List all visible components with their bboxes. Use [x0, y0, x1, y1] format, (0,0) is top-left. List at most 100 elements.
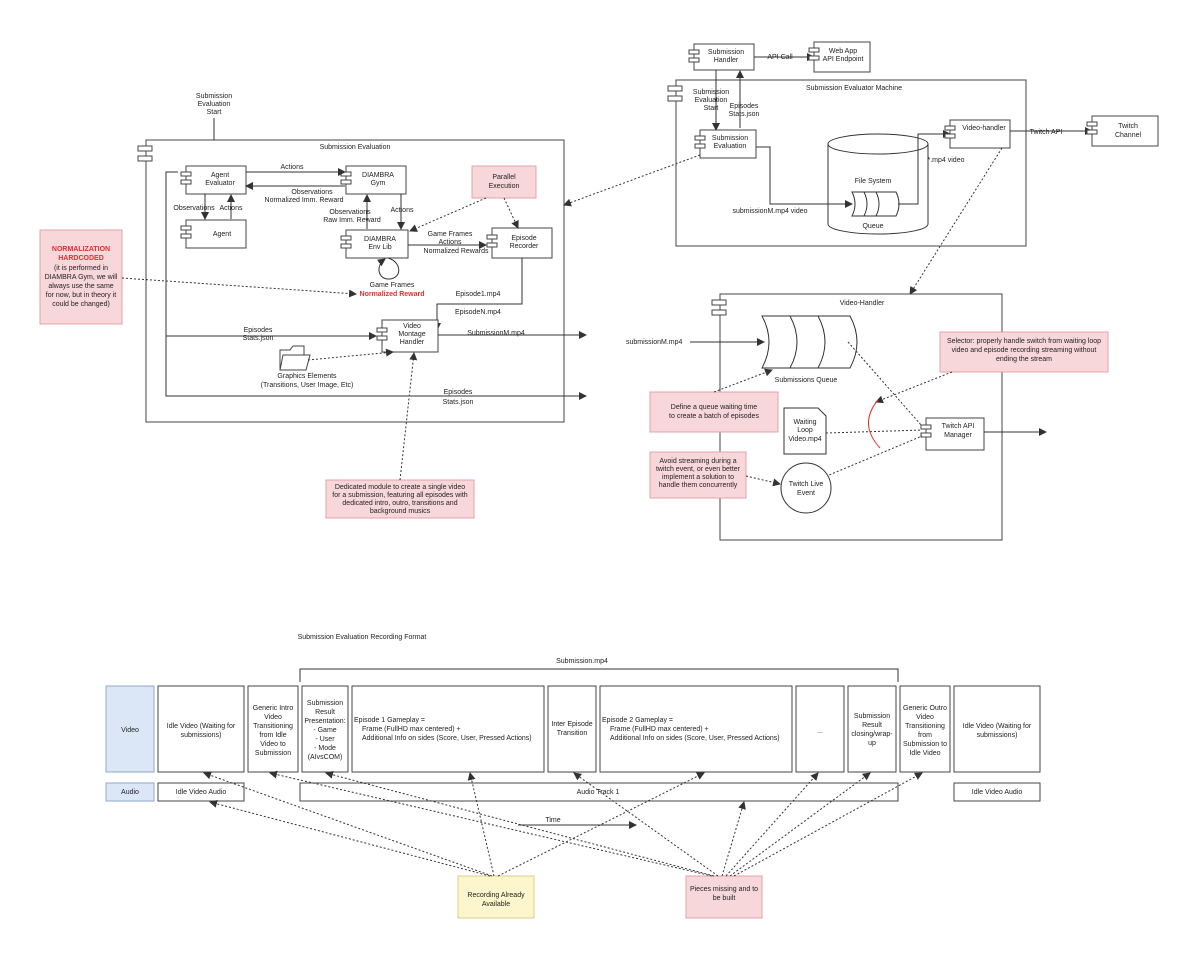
idle-video-right — [953, 685, 1041, 773]
web-app-box — [813, 41, 871, 73]
pres-l1: Submission — [307, 700, 343, 707]
submissions-queue-label: Submissions Queue — [775, 377, 838, 384]
idle-right-l1: Idle Video (Waiting for — [963, 723, 1032, 730]
norm-body-3: always use the same — [48, 283, 113, 290]
obs-raw-l1: Observations — [329, 209, 371, 216]
ep1-l1: Episode 1 Gameplay = — [354, 717, 425, 724]
document-icon — [783, 407, 827, 455]
closing-block — [847, 685, 897, 773]
frames-actions-l1: Game Frames — [428, 231, 473, 238]
live-event-l2: Event — [797, 490, 815, 497]
audio-track-1 — [299, 782, 899, 802]
parallel-l2: Execution — [489, 183, 520, 190]
submission-handler-l1: Submission — [708, 49, 744, 56]
intro-l2: Video — [264, 714, 282, 721]
start-label-2: Evaluation — [198, 101, 231, 108]
audio-track-label-box — [105, 782, 155, 802]
eval-start-l1: Submission — [693, 89, 729, 96]
queue-label: Queue — [862, 223, 883, 230]
inter-episode-block — [547, 685, 597, 773]
obs-reward-l2: Normalized Imm. Reward — [265, 197, 344, 204]
actions-label-top: Actions — [281, 164, 304, 171]
web-app-l2: API Endpoint — [823, 56, 864, 63]
episodes-stats-1-l2: Stats.json — [243, 335, 274, 342]
presentation-block — [301, 685, 349, 773]
avoid-l4: handle them concurrently — [659, 482, 738, 489]
agent-evaluator-box — [185, 165, 247, 195]
episodes-stats-1-l1: Episodes — [244, 327, 273, 334]
inter-l1: Inter Episode — [551, 721, 592, 728]
file-system-label: File System — [855, 178, 892, 185]
game-frames-label: Game Frames — [370, 282, 415, 289]
rec-avail-l2: Available — [482, 901, 510, 908]
queue-note-l2: to create a batch of episodes — [669, 413, 759, 420]
submissions-queue-shape — [761, 315, 858, 369]
episodes-stats-2-l2: Stats.json — [443, 399, 474, 406]
closing-l1: Submission — [854, 713, 890, 720]
outro-block — [899, 685, 951, 773]
pres-l2: Result — [315, 709, 335, 716]
outro-l4: from — [918, 732, 932, 739]
twitch-channel-l2: Channel — [1115, 132, 1142, 139]
selector-l2: video and episode recording streaming wi… — [952, 347, 1097, 354]
actions-left-label: Actions — [220, 205, 243, 212]
sub-eval-l2: Evaluation — [714, 143, 747, 150]
obs-left-label: Observations — [173, 205, 215, 212]
twitch-channel-box — [1091, 115, 1159, 147]
intro-l3: Transitioning — [253, 723, 293, 730]
closing-l4: up — [868, 740, 876, 747]
pres-l7: (AIvsCOM) — [308, 754, 343, 761]
dedicated-l3: dedicated intro, outro, transitions and — [342, 500, 457, 507]
selector-l1: Selector: properly handle switch from wa… — [947, 338, 1101, 345]
outro-l1: Generic Outro — [903, 705, 947, 712]
frames-actions-l2: Actions — [439, 239, 462, 246]
intro-l4: from Idle — [259, 732, 286, 739]
dedicated-l4: background musics — [370, 508, 431, 515]
pres-l4: - Game — [313, 727, 336, 734]
submission-mp4-label: SubmissionM.mp4 — [467, 330, 525, 337]
avoid-l2: twitch event, or even better — [656, 466, 741, 473]
queue-time-note — [649, 391, 779, 433]
dedicated-module-note — [325, 479, 475, 519]
diambra-gym-l1: DIAMBRA — [362, 172, 394, 179]
video-handler-label: Video-handler — [962, 125, 1006, 132]
live-event-l1: Twitch Live — [789, 481, 824, 488]
parallel-l1: Parallel — [492, 174, 516, 181]
episode1-block — [351, 685, 545, 773]
folder-icon — [279, 345, 311, 371]
idle-audio-left-label: Idle Video Audio — [176, 789, 227, 796]
video-track-label: Video — [121, 727, 139, 734]
eval-start-l3: Start — [704, 105, 719, 112]
submission-mp4-title: Submission.mp4 — [556, 658, 608, 665]
normalized-reward-label: Normalized Reward — [360, 291, 425, 298]
waiting-l1: Waiting — [793, 419, 816, 426]
env-lib-l2: Env Lib — [368, 244, 391, 251]
avoid-l1: Avoid streaming during a — [659, 458, 736, 465]
episode1-label: Episode1.mp4 — [456, 291, 501, 298]
pres-l3: Presentation: — [304, 718, 345, 725]
time-label: Time — [545, 817, 560, 824]
graphics-l2: (Transitions, User Image, Etc) — [261, 382, 354, 389]
graphics-l1: Graphics Elements — [277, 373, 337, 380]
intro-l6: Submission — [255, 750, 291, 757]
normalization-note — [39, 229, 123, 325]
web-app-l1: Web App — [829, 48, 857, 55]
obs-reward-l1: Observations — [291, 189, 333, 196]
closing-l2: Result — [862, 722, 882, 729]
agent-evaluator-l2: Evaluator — [205, 180, 235, 187]
twitch-api-label: Twitch API — [1030, 129, 1063, 136]
machine-title: Submission Evaluator Machine — [806, 85, 902, 92]
start-label-3: Start — [207, 109, 222, 116]
twitch-channel-l1: Twitch — [1118, 123, 1138, 130]
rec-avail-l1: Recording Already — [467, 892, 525, 899]
video-montage-l2: Montage — [398, 331, 425, 338]
waiting-l2: Loop — [797, 427, 813, 434]
eval-start-l2: Evaluation — [695, 97, 728, 104]
vh-title: Video-Handler — [840, 300, 885, 307]
video-handler-section: Video-Handler submissionM.mp4 Submission… — [626, 293, 1109, 541]
pres-l6: - Mode — [314, 745, 336, 752]
frames-actions-l3: Normalized Rewards — [424, 248, 489, 255]
video-montage-l3: Handler — [400, 339, 425, 346]
pieces-l2: be built — [713, 895, 736, 902]
episode2-block — [599, 685, 793, 773]
